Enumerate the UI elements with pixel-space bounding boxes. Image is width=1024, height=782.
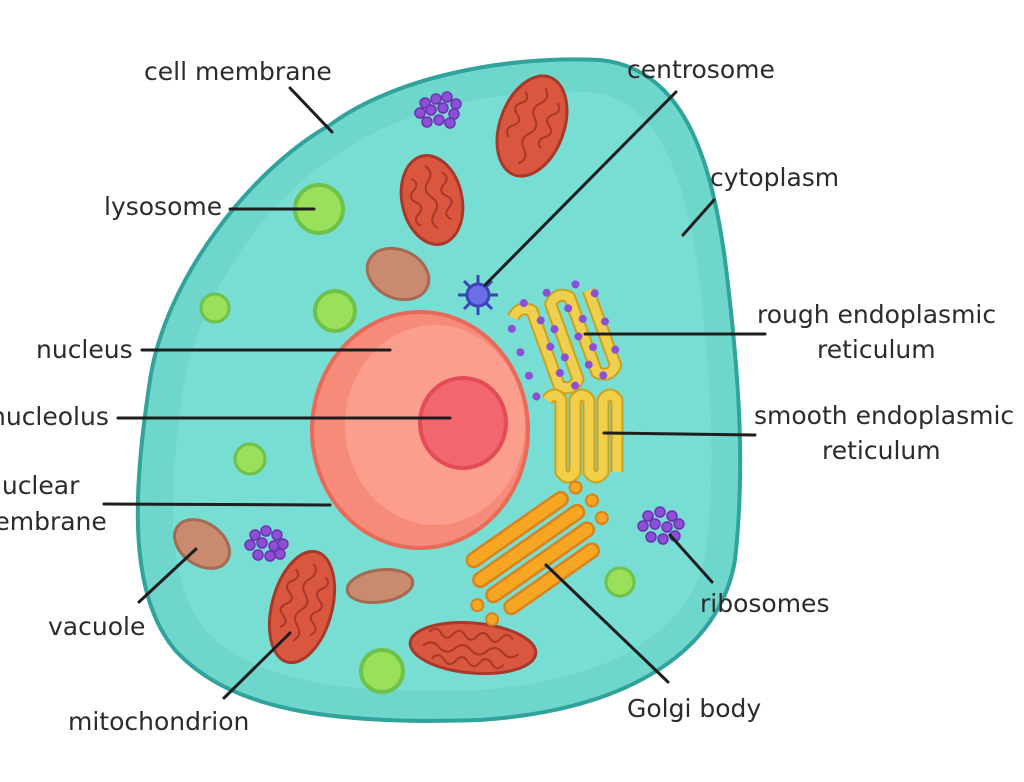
leader-vacuole: [137, 547, 198, 604]
label-ribosomes: ribosomes: [700, 589, 829, 618]
leader-nuclear-membrane: [102, 502, 332, 507]
label-centrosome: centrosome: [627, 55, 775, 84]
rough-endoplasmic-reticulum: [507, 280, 623, 401]
label-rough-er-line2: reticulum: [817, 335, 936, 364]
golgi-body: [465, 480, 609, 627]
leader-cell-membrane: [288, 86, 334, 134]
ribosome-cluster-top: [414, 91, 462, 129]
mitochondrion-top-left: [399, 154, 465, 246]
label-rough-er-line1: rough endoplasmic: [757, 300, 996, 329]
ribosome-cluster-right: [637, 506, 685, 545]
leader-smooth-er: [602, 431, 757, 437]
leader-lines: [102, 86, 767, 700]
labels: cell membrane centrosome cytoplasm lysos…: [0, 55, 1014, 736]
leader-centrosome: [483, 90, 678, 287]
lysosomes: [199, 183, 636, 694]
lysosome-small-2: [313, 289, 357, 333]
vacuole-bottom: [345, 568, 415, 604]
leader-ribosomes: [668, 533, 714, 584]
label-smooth-er-line2: reticulum: [822, 436, 941, 465]
leader-mitochondrion: [222, 631, 292, 700]
lysosome-small-3: [233, 442, 267, 476]
label-cytoplasm: cytoplasm: [710, 163, 839, 192]
label-nuclear-membrane-line2: membrane: [0, 507, 107, 536]
lysosome-small-1: [199, 292, 231, 324]
mitochondrion-bottom: [408, 620, 538, 676]
lysosome-small-4: [604, 566, 636, 598]
leader-golgi-body: [544, 563, 670, 684]
label-mitochondrion: mitochondrion: [68, 707, 249, 736]
label-nuclear-membrane-line1: nuclear: [0, 471, 80, 500]
mitochondrion-bottom-left: [267, 549, 337, 665]
label-nucleolus: nucleolus: [0, 402, 109, 431]
ribosome-cluster-left: [244, 525, 289, 562]
leader-cytoplasm: [681, 198, 716, 237]
label-golgi-body: Golgi body: [627, 694, 761, 723]
mitochondrion-top-right: [495, 74, 569, 178]
ribosomes: [244, 91, 685, 562]
label-cell-membrane: cell membrane: [144, 57, 332, 86]
nucleolus-shape: [418, 376, 508, 470]
label-smooth-er-line1: smooth endoplasmic: [754, 401, 1014, 430]
lysosome-small-5: [359, 648, 405, 694]
centrosome-shape: [458, 275, 498, 315]
mitochondria: [267, 74, 569, 676]
vacuole-upper: [365, 246, 431, 302]
label-vacuole: vacuole: [48, 612, 145, 641]
nucleus: [310, 310, 530, 550]
label-nucleus: nucleus: [36, 335, 133, 364]
smooth-endoplasmic-reticulum: [541, 388, 624, 484]
label-lysosome: lysosome: [104, 192, 222, 221]
